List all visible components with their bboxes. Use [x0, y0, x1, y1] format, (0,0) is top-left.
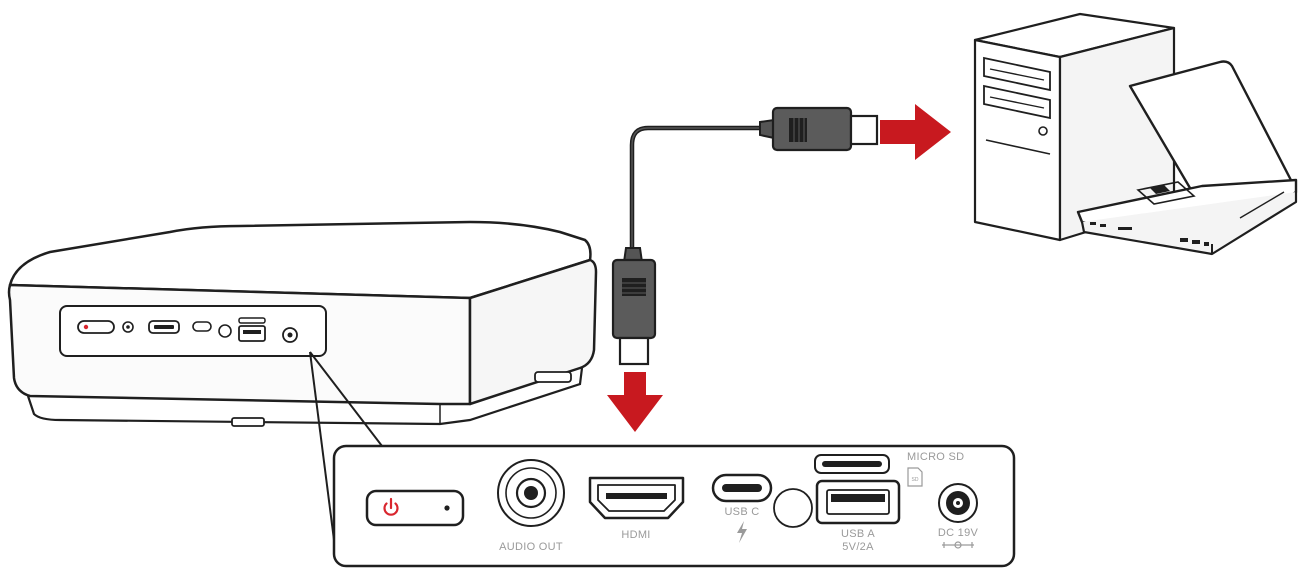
usb-a-spec-label: 5V/2A — [842, 541, 874, 553]
hdmi-port — [588, 476, 685, 520]
arrow-right-icon — [880, 104, 951, 160]
projector — [7, 220, 598, 427]
usb-a-label: USB A — [841, 528, 875, 540]
callout-line — [309, 351, 383, 447]
usb-a-port — [815, 479, 901, 525]
dc-in-label: DC 19V — [938, 527, 979, 539]
hdmi-cable — [611, 106, 879, 366]
usb-c-label: USB C — [724, 506, 759, 518]
lightning-icon — [737, 521, 747, 543]
callout-line — [309, 351, 335, 541]
power-button — [365, 489, 465, 527]
svg-text:SD: SD — [912, 477, 919, 483]
indicator-circle — [773, 488, 813, 528]
arrow-down-icon — [607, 372, 663, 432]
hdmi-label: HDMI — [621, 529, 650, 541]
audio-out-label: AUDIO OUT — [499, 541, 563, 553]
laptop — [1076, 60, 1298, 256]
dc-in-port — [938, 483, 978, 523]
micro-sd-label: MICRO SD — [907, 451, 964, 463]
sd-card-icon: SD — [907, 467, 923, 487]
usb-c-port — [711, 473, 773, 503]
port-panel: AUDIO OUT HDMI USB C MICRO SD SD — [332, 444, 1016, 568]
dc-polarity-icon — [942, 541, 974, 549]
audio-out-port — [497, 459, 565, 527]
power-icon — [383, 497, 399, 516]
micro-sd-slot — [814, 454, 890, 474]
